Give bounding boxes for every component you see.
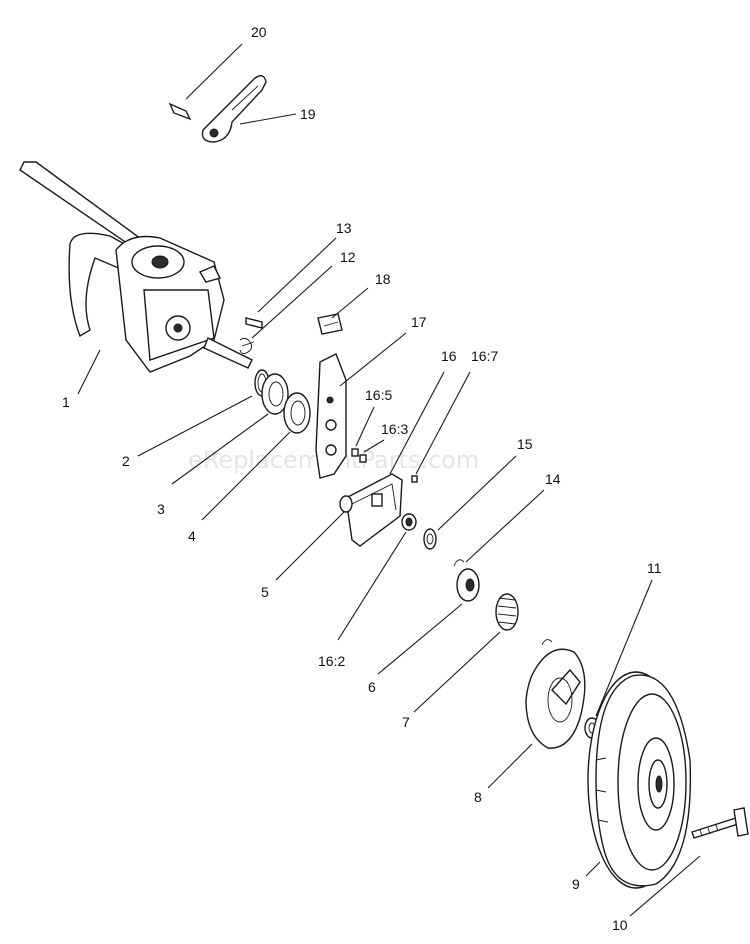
leader-lines: [77, 43, 701, 917]
leader-20: [185, 43, 243, 100]
part-16-2-bushing: [401, 513, 417, 531]
leader-4: [201, 431, 291, 521]
part-9-wheel: [587, 671, 692, 889]
part-7-pinion-gear: [495, 593, 519, 631]
part-13-key: [245, 317, 263, 329]
leader-16-7: [415, 371, 471, 475]
callout-19: 19: [300, 106, 316, 122]
leader-11: [595, 579, 653, 717]
callout-16: 16: [441, 348, 457, 364]
part-12-spring: [239, 337, 255, 355]
part-16-housing-bracket: [345, 473, 403, 547]
leader-16: [389, 371, 445, 475]
leader-17: [339, 332, 407, 387]
callout-5: 5: [261, 584, 269, 600]
leader-14: [465, 489, 545, 563]
leader-9: [585, 861, 601, 877]
part-19-lever: [201, 75, 267, 143]
leader-16-2: [337, 531, 407, 641]
leader-3: [171, 413, 269, 485]
leader-16-5: [355, 406, 375, 447]
part-5-knob: [339, 495, 353, 513]
leader-6: [377, 603, 463, 675]
part-3-washer: [261, 373, 289, 415]
part-4-washer: [283, 392, 311, 434]
callout-7: 7: [402, 714, 410, 730]
leader-12: [251, 265, 333, 339]
leader-8: [487, 743, 533, 789]
callout-9: 9: [572, 876, 580, 892]
part-18-clip: [317, 313, 343, 335]
part-15-washer: [423, 528, 437, 550]
callout-6: 6: [368, 679, 376, 695]
callout-1: 1: [62, 394, 70, 410]
callout-3: 3: [157, 501, 165, 517]
callout-16-5: 16:5: [365, 387, 392, 403]
callout-16-7: 16:7: [471, 348, 498, 364]
callout-2: 2: [122, 453, 130, 469]
part-6-bearing: [456, 568, 480, 602]
callout-10: 10: [612, 917, 628, 933]
part-1-transmission-assembly: [19, 161, 253, 373]
part-16-7-screw: [411, 475, 418, 483]
part-17-bracket-plate: [315, 353, 347, 479]
part-14-e-clip: [453, 559, 465, 567]
callout-18: 18: [375, 271, 391, 287]
callout-13: 13: [336, 220, 352, 236]
leader-2: [137, 395, 253, 457]
callout-20: 20: [251, 24, 267, 40]
part-8-hub-gear: [525, 639, 586, 749]
leader-15: [437, 455, 517, 531]
leader-16-3: [363, 439, 385, 453]
callout-17: 17: [411, 314, 427, 330]
leader-13: [257, 237, 337, 313]
leader-1: [77, 349, 101, 395]
callout-15: 15: [517, 436, 533, 452]
callout-labels: 20 19 13 12 18 17 16 16:7 16:5 16:3 1 15…: [62, 24, 662, 933]
callout-12: 12: [340, 249, 356, 265]
callout-8: 8: [474, 789, 482, 805]
callout-4: 4: [188, 528, 196, 544]
leader-18: [331, 287, 369, 319]
callout-16-3: 16:3: [381, 421, 408, 437]
part-16-5-bushing: [351, 448, 359, 457]
leader-10: [629, 855, 701, 917]
callout-14: 14: [545, 471, 561, 487]
leader-7: [413, 631, 501, 713]
leader-19: [239, 113, 297, 125]
callout-11: 11: [647, 560, 662, 576]
callout-16-2: 16:2: [318, 653, 345, 669]
part-10-bolt: [691, 807, 749, 839]
leader-5: [275, 511, 345, 581]
part-16-3-bushing: [359, 454, 367, 463]
part-20-pin: [168, 102, 192, 121]
